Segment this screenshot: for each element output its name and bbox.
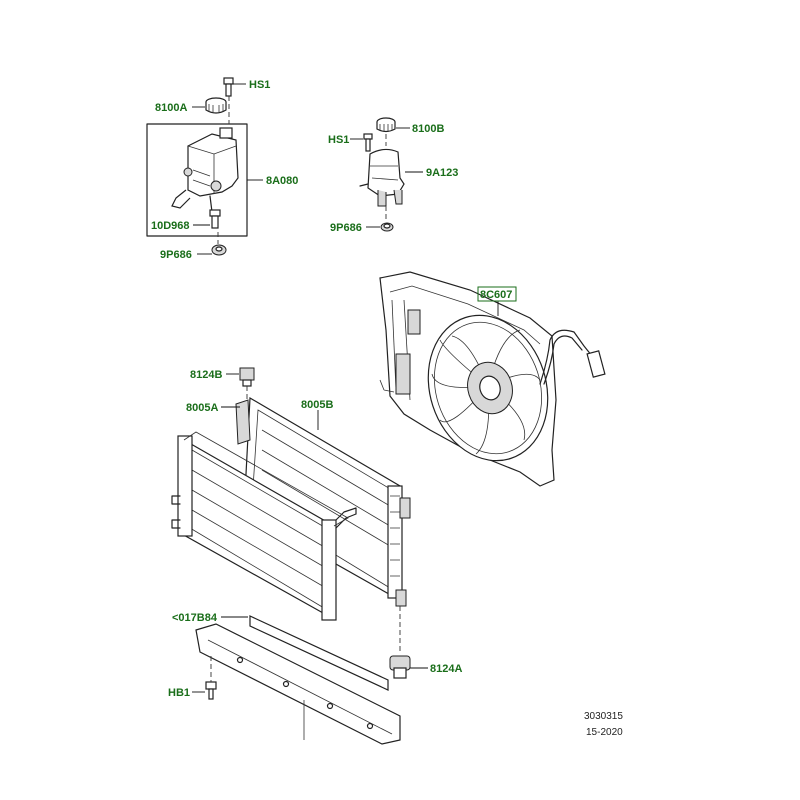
cap-8100b[interactable] bbox=[376, 117, 396, 133]
cap-8100a[interactable] bbox=[205, 97, 227, 114]
screw-hs1-a[interactable] bbox=[223, 77, 234, 97]
date-code: 15-2020 bbox=[586, 727, 623, 738]
callout-9p686-b[interactable]: 9P686 bbox=[330, 222, 362, 234]
callout-hb1[interactable]: HB1 bbox=[168, 687, 190, 699]
mount-8124b[interactable] bbox=[239, 367, 255, 387]
lower-crossmember bbox=[195, 623, 401, 745]
screw-hs1-b[interactable] bbox=[363, 133, 373, 152]
leader-lines bbox=[192, 83, 499, 693]
expansion-tank-kit-8a080[interactable] bbox=[146, 123, 248, 237]
callout-10d968[interactable]: 10D968 bbox=[151, 220, 190, 232]
nut-9p686-b[interactable] bbox=[380, 222, 394, 232]
callout-8005b[interactable]: 8005B bbox=[301, 399, 333, 411]
diagram-number: 3030315 bbox=[584, 711, 623, 722]
callout-9a123[interactable]: 9A123 bbox=[426, 167, 458, 179]
fan-assembly-8c607[interactable] bbox=[379, 271, 606, 487]
screw-10d968[interactable] bbox=[209, 209, 221, 229]
mount-8124a[interactable] bbox=[389, 655, 411, 679]
callout-8005a[interactable]: 8005A bbox=[186, 402, 218, 414]
callout-8100b[interactable]: 8100B bbox=[412, 123, 444, 135]
callout-labels: HS1 8100A 8A080 10D968 9P686 HS1 8100B 9… bbox=[151, 79, 517, 699]
bolt-hb1[interactable] bbox=[205, 681, 217, 700]
callout-hs1-b[interactable]: HS1 bbox=[328, 134, 349, 146]
callout-8100a[interactable]: 8100A bbox=[155, 102, 187, 114]
callout-9p686-a[interactable]: 9P686 bbox=[160, 249, 192, 261]
condenser-8005b[interactable] bbox=[235, 396, 411, 607]
nut-9p686-a[interactable] bbox=[211, 244, 227, 256]
callout-8a080[interactable]: 8A080 bbox=[266, 175, 298, 187]
callout-8124a[interactable]: 8124A bbox=[430, 663, 462, 675]
callout-hs1-a[interactable]: HS1 bbox=[249, 79, 270, 91]
callout-8c607[interactable]: 8C607 bbox=[480, 289, 512, 301]
seal-017b84[interactable] bbox=[249, 615, 389, 691]
radiator-8005a[interactable] bbox=[171, 431, 357, 621]
expansion-tank-9a123[interactable] bbox=[359, 148, 405, 207]
callout-8124b[interactable]: 8124B bbox=[190, 369, 222, 381]
callout-017b84[interactable]: <017B84 bbox=[172, 612, 218, 624]
callout-8c607-frame bbox=[477, 286, 517, 302]
